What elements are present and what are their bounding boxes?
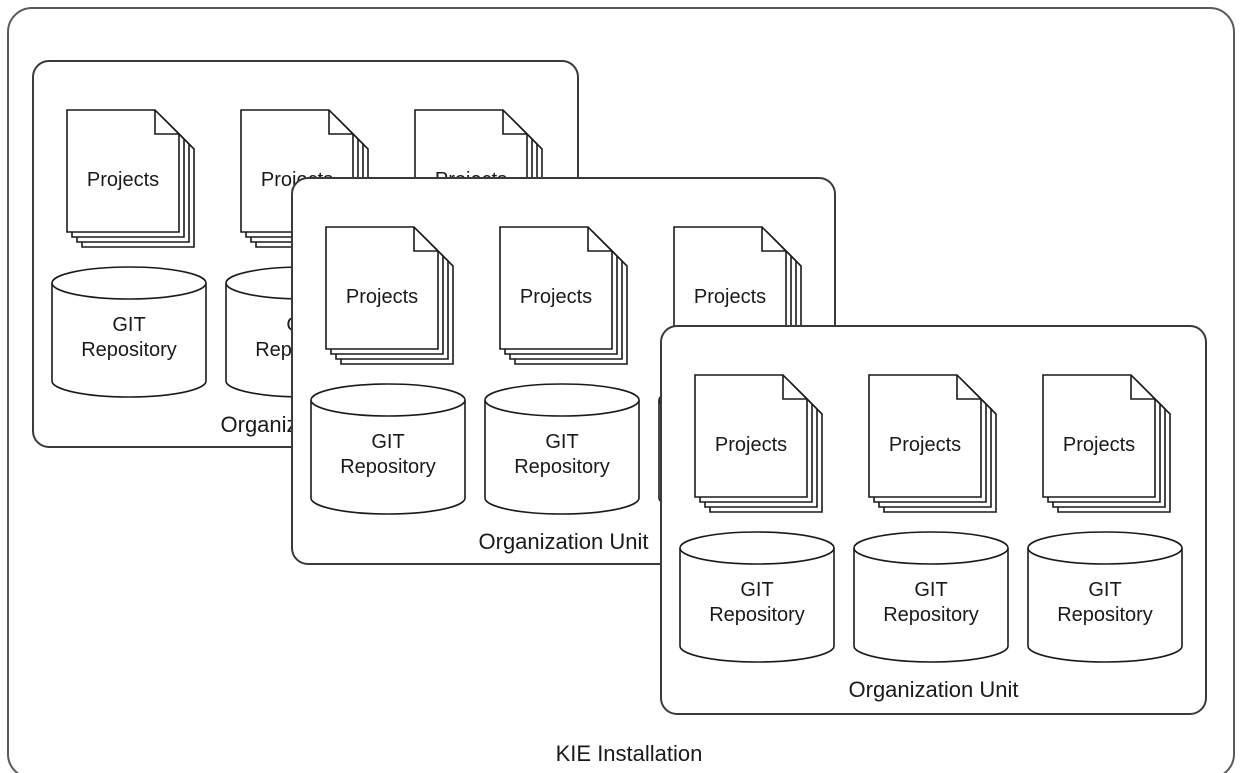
cylinder-body: [484, 400, 640, 515]
cylinder-top: [484, 383, 640, 417]
project-document-icon: [1042, 374, 1156, 498]
git-repository-cylinder-icon: GIT Repository: [484, 383, 640, 515]
project-documents-stack: Projects: [694, 374, 823, 513]
page-fold-icon: [328, 110, 353, 135]
project-document-icon: [66, 109, 180, 233]
page-fold-icon: [413, 227, 438, 252]
project-document-icon: [499, 226, 613, 350]
cylinder-top: [853, 531, 1009, 565]
cylinder-top: [51, 266, 207, 300]
git-repository-cylinder-icon: GIT Repository: [1027, 531, 1183, 663]
cylinder-body: [310, 400, 466, 515]
projects-label: Projects: [87, 169, 159, 191]
project-documents-stack: Projects: [66, 109, 195, 248]
cylinder-top: [679, 531, 835, 565]
organization-unit-label: Organization Unit: [479, 529, 649, 554]
git-label: GIT: [740, 579, 773, 601]
cylinder-top: [310, 383, 466, 417]
repository-label: Repository: [709, 604, 805, 626]
git-label: GIT: [545, 431, 578, 453]
git-label: GIT: [914, 579, 947, 601]
organization-unit-label: Organization Unit: [849, 677, 1019, 702]
projects-label: Projects: [346, 286, 418, 308]
repository-label: Repository: [514, 456, 610, 478]
git-label: GIT: [1088, 579, 1121, 601]
cylinder-body: [679, 548, 835, 663]
git-repository-cylinder-icon: GIT Repository: [310, 383, 466, 515]
projects-label: Projects: [520, 286, 592, 308]
kie-installation-label: KIE Installation: [556, 741, 703, 766]
projects-label: Projects: [1063, 434, 1135, 456]
repository-label: Repository: [883, 604, 979, 626]
project-document-icon: [325, 226, 439, 350]
page-fold-icon: [782, 375, 807, 400]
page-fold-icon: [502, 110, 527, 135]
project-document-icon: [868, 374, 982, 498]
git-label: GIT: [112, 314, 145, 336]
page-fold-icon: [587, 227, 612, 252]
git-label: GIT: [371, 431, 404, 453]
git-repository-cylinder-icon: GIT Repository: [679, 531, 835, 663]
project-document-icon: [694, 374, 808, 498]
cylinder-body: [853, 548, 1009, 663]
page-fold-icon: [1130, 375, 1155, 400]
project-documents-stack: Projects: [673, 226, 802, 365]
git-repository-cylinder-icon: GIT Repository: [853, 531, 1009, 663]
organization-units: ProjectsGITRepositoryProjectsGITReposito…: [32, 60, 1207, 715]
projects-label: Projects: [889, 434, 961, 456]
cylinder-top: [1027, 531, 1183, 565]
cylinder-body: [51, 283, 207, 398]
page-fold-icon: [761, 227, 786, 252]
projects-label: Projects: [715, 434, 787, 456]
repository-label: Repository: [340, 456, 436, 478]
projects-label: Projects: [694, 286, 766, 308]
repository-label: Repository: [1057, 604, 1153, 626]
repository-label: Repository: [81, 339, 177, 361]
git-repository-cylinder-icon: GIT Repository: [51, 266, 207, 398]
project-documents-stack: Projects: [325, 226, 454, 365]
project-documents-stack: Projects: [868, 374, 997, 513]
cylinder-body: [1027, 548, 1183, 663]
page-fold-icon: [956, 375, 981, 400]
project-documents-stack: Projects: [499, 226, 628, 365]
page-fold-icon: [154, 110, 179, 135]
project-documents-stack: Projects: [1042, 374, 1171, 513]
